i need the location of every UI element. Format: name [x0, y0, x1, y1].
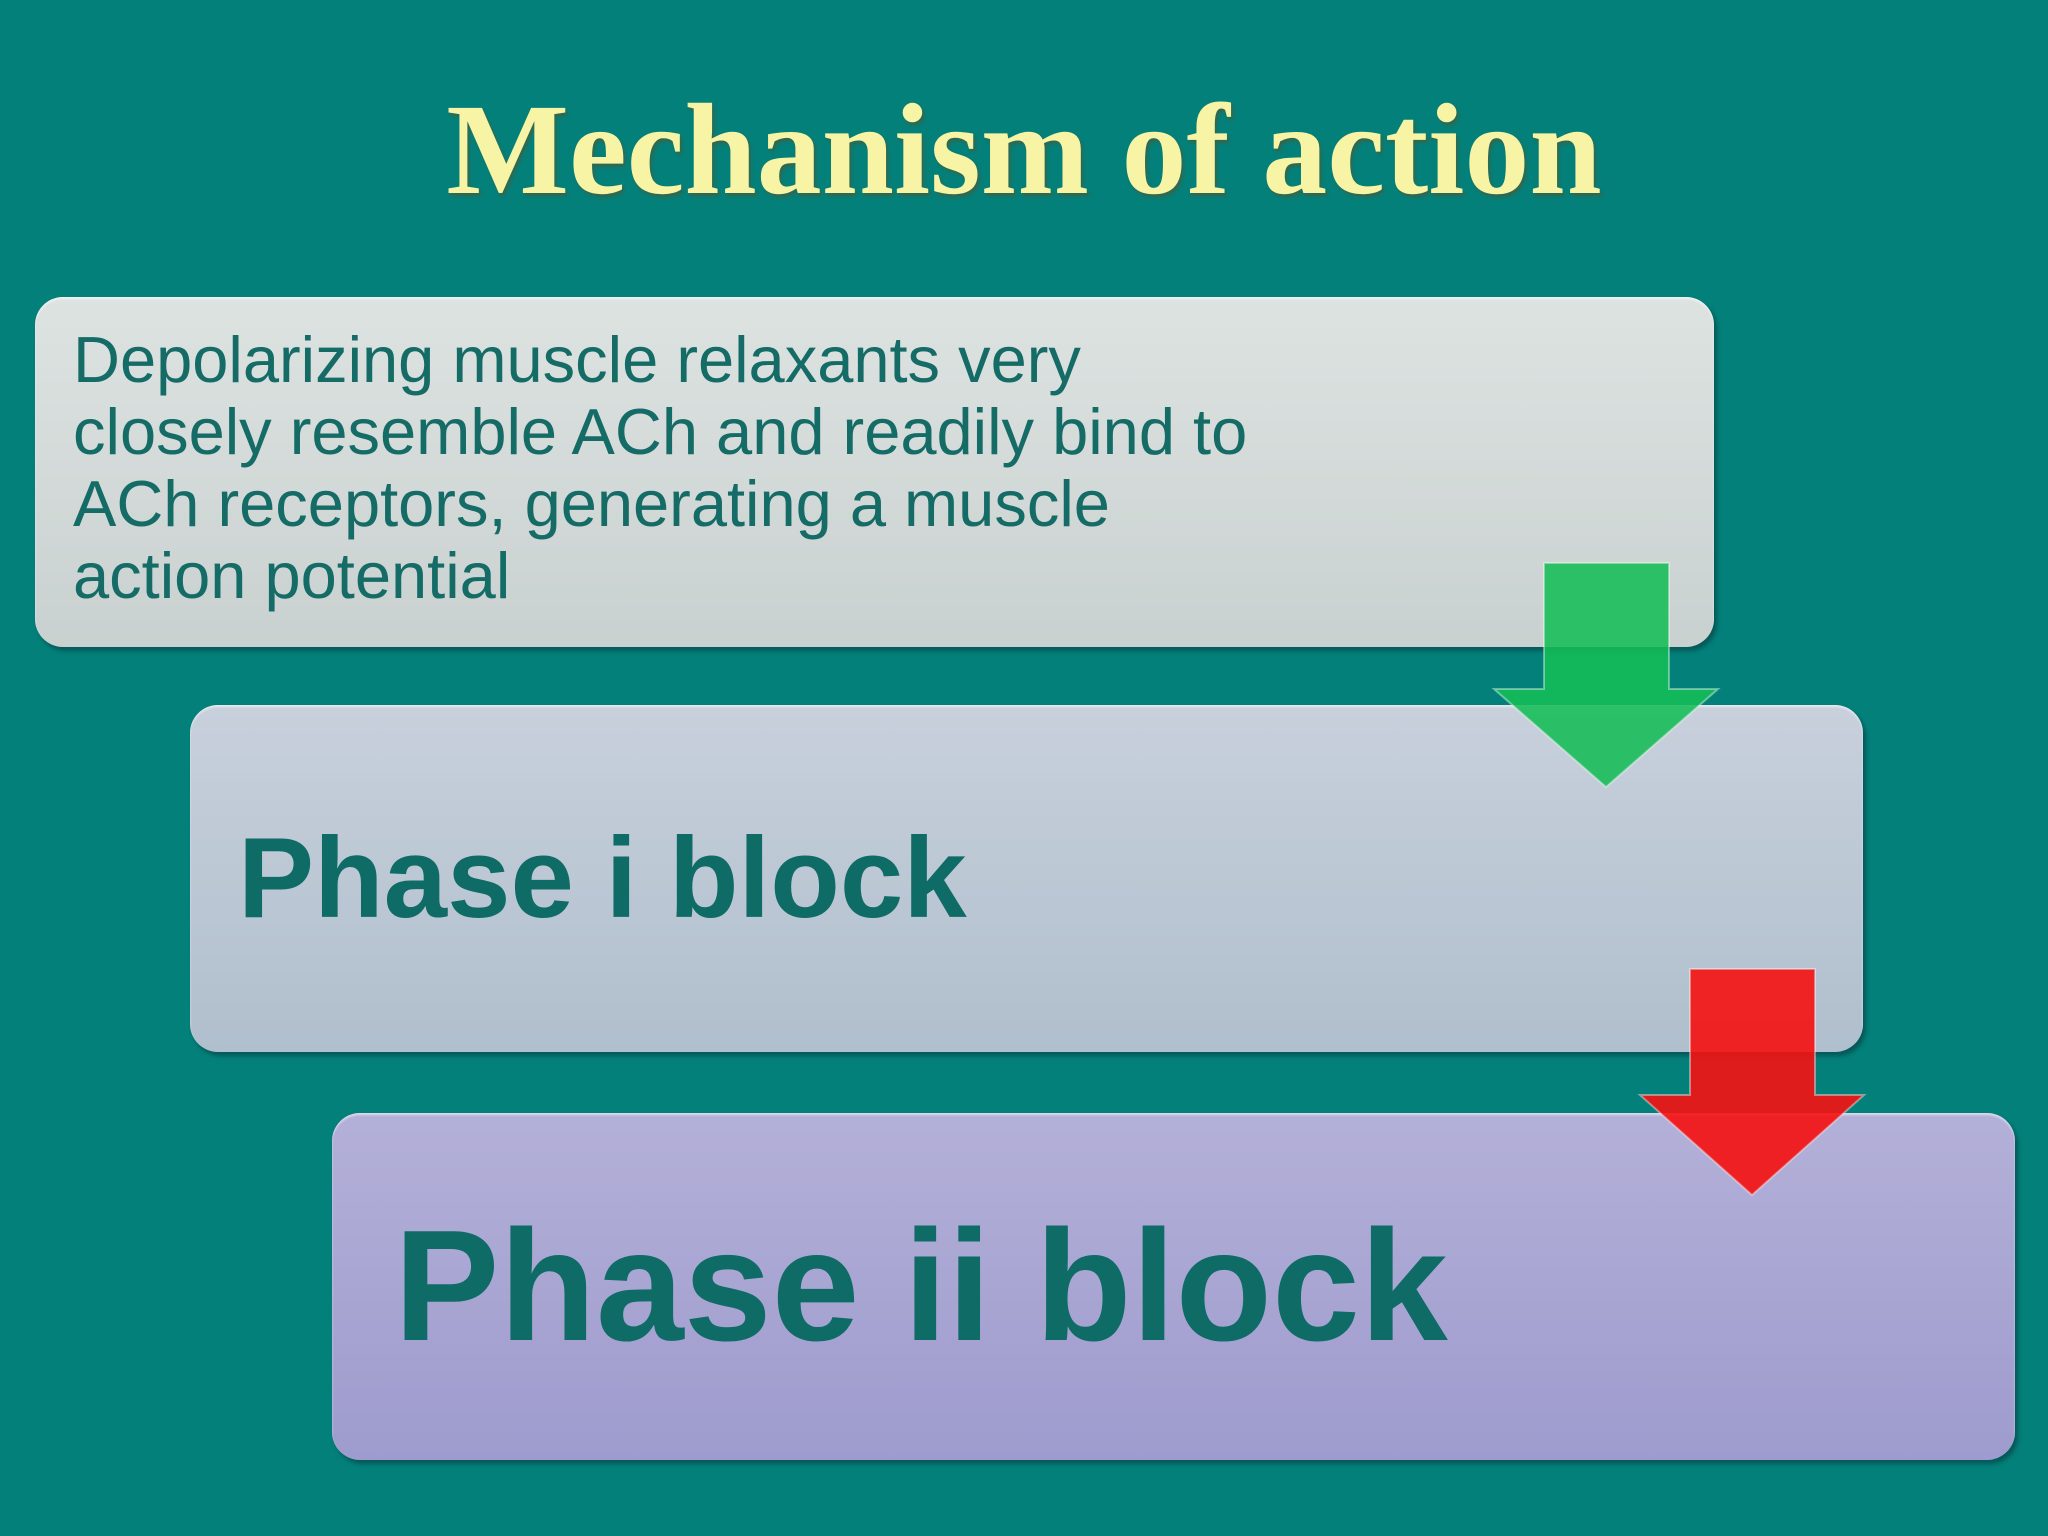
intro-text: Depolarizing muscle relaxants very close… — [73, 324, 1247, 612]
red-down-arrow-icon — [1637, 968, 1867, 1197]
green-down-arrow-icon — [1491, 562, 1721, 789]
phase-i-label: Phase i block — [238, 815, 967, 942]
phase-ii-label: Phase ii block — [394, 1198, 1448, 1374]
intro-text-line: closely resemble ACh and readily bind to — [73, 395, 1248, 468]
green-down-arrow-shape — [1491, 562, 1721, 789]
intro-box: Depolarizing muscle relaxants very close… — [35, 297, 1714, 647]
intro-text-line: Depolarizing muscle relaxants very — [73, 323, 1081, 396]
red-down-arrow-shape — [1637, 968, 1867, 1197]
intro-text-line: ACh receptors, generating a muscle — [73, 467, 1110, 540]
phase-ii-box: Phase ii block — [332, 1113, 2015, 1460]
slide-title: Mechanism of action — [446, 78, 1602, 222]
intro-text-line: action potential — [73, 539, 511, 612]
